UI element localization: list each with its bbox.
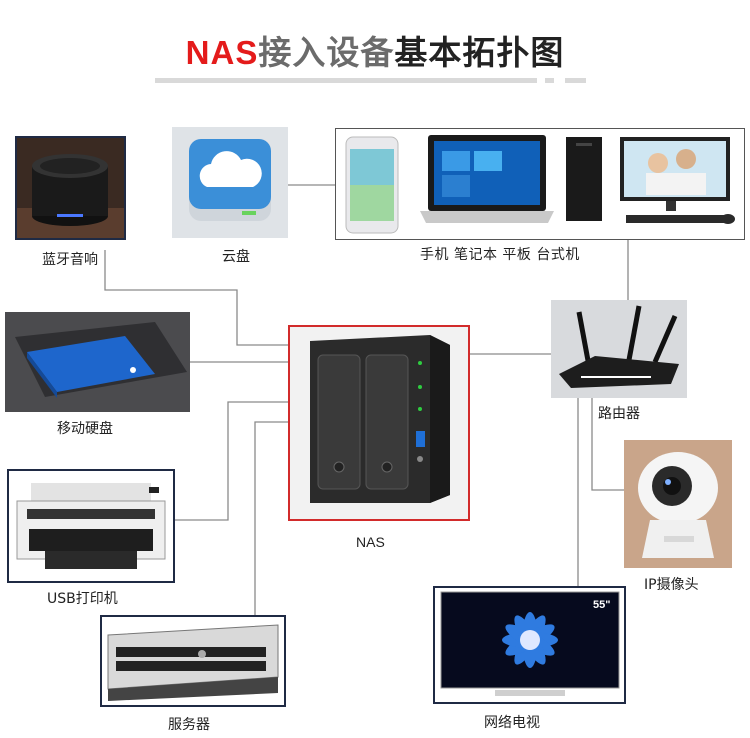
laptop-icon — [420, 135, 554, 223]
page-title: NAS接入设备基本拓扑图 — [0, 26, 750, 74]
title-middle: 接入设备 — [258, 33, 395, 72]
camera-label: IP摄像头 — [644, 577, 699, 593]
router-label: 路由器 — [598, 406, 640, 422]
clients-icons — [345, 135, 735, 234]
cloud-label: 云盘 — [222, 249, 250, 265]
tv-icon: 55" — [440, 591, 620, 696]
nas-device — [288, 325, 470, 521]
server-label: 服务器 — [168, 717, 210, 733]
router-icon — [559, 305, 679, 388]
line-server-nas — [254, 421, 288, 615]
tv-device: 55" — [433, 586, 626, 704]
title-underline — [155, 78, 537, 83]
router-device — [551, 300, 687, 398]
server-device — [100, 615, 286, 707]
title-underline-dash — [565, 78, 586, 83]
clients-box — [335, 128, 745, 240]
printer-device — [7, 469, 175, 583]
line-printer-nas — [175, 401, 288, 521]
hdd-label: 移动硬盘 — [57, 421, 113, 437]
title-brand: NAS — [185, 34, 259, 71]
printer-icon — [16, 483, 166, 569]
desktop-icon — [566, 137, 735, 224]
speaker-device — [15, 136, 126, 240]
nas-icon — [310, 335, 450, 503]
speaker-label: 蓝牙音响 — [42, 252, 98, 268]
title-rest: 基本拓扑图 — [394, 33, 565, 72]
camera-device — [624, 440, 732, 568]
phone-icon — [345, 136, 399, 234]
line-router-camera — [591, 398, 624, 491]
server-icon — [107, 624, 279, 701]
speaker-icon — [17, 154, 124, 238]
title-underline-dot — [545, 78, 554, 83]
cloud-icon — [189, 139, 271, 221]
camera-icon — [638, 452, 718, 558]
line-speaker-nas — [104, 250, 288, 346]
printer-label: USB打印机 — [47, 591, 118, 607]
nas-label: NAS — [356, 534, 385, 550]
tv-label: 网络电视 — [484, 715, 540, 731]
cloud-device — [172, 127, 288, 238]
hdd-device — [5, 312, 190, 412]
hdd-icon — [15, 322, 187, 398]
tv-size-label: 55" — [593, 599, 610, 611]
clients-label: 手机 笔记本 平板 台式机 — [420, 247, 580, 263]
